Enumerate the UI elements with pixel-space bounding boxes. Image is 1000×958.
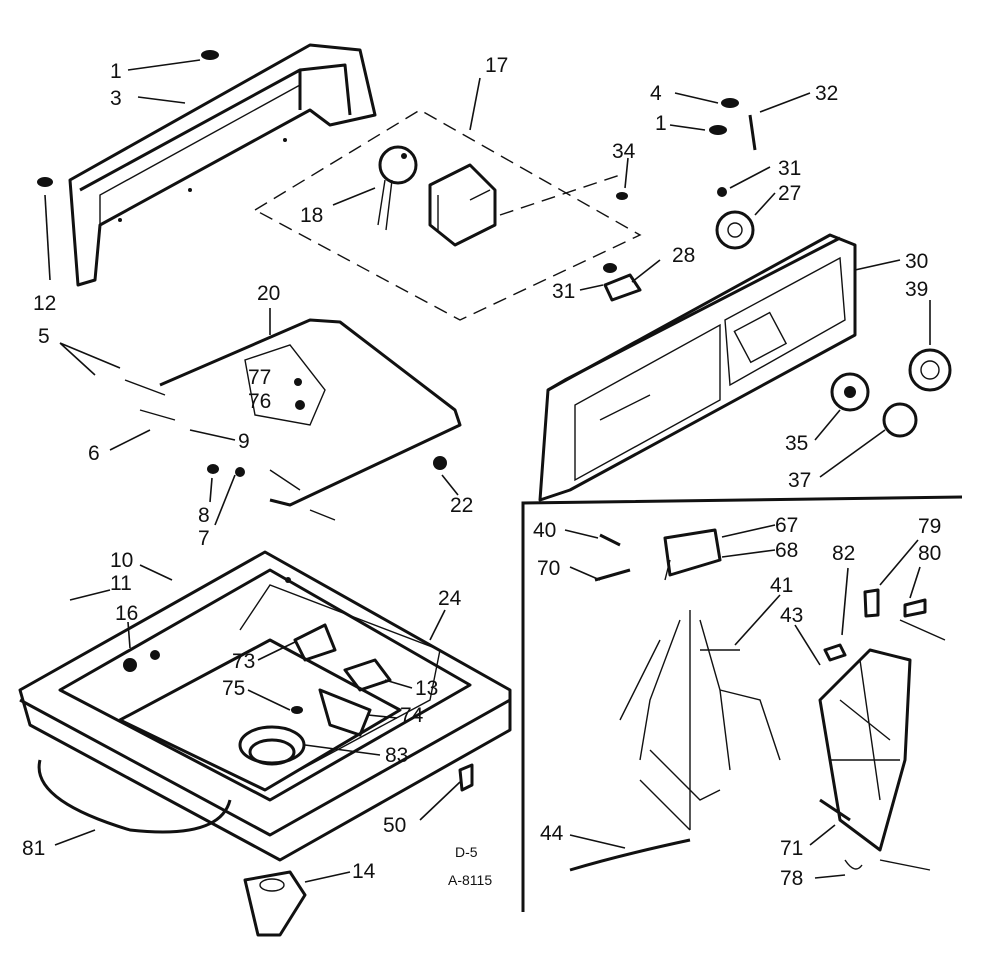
callout-39: 39 [905,278,928,301]
callout-81: 81 [22,837,45,860]
cabinet-top [18,550,512,862]
callout-17: 17 [485,54,508,77]
callout-32: 32 [815,82,838,105]
switch-block [428,163,497,247]
knob-35 [830,372,870,412]
callout-79: 79 [918,515,941,538]
callout-35: 35 [785,432,808,455]
callout-3: 3 [110,87,122,110]
drawing-code-a8115: A-8115 [448,872,492,888]
callout-24: 24 [438,587,462,610]
harness-drawing [569,528,946,872]
small-parts-34-31 [603,187,727,302]
callout-14: 14 [352,860,376,883]
callout-30: 30 [905,250,928,273]
screws-4-1 [709,98,757,151]
callout-28: 28 [672,244,695,267]
callout-77: 77 [248,366,271,389]
leader-lines [44,59,931,883]
callout-34: 34 [612,140,636,163]
callout-82: 82 [832,542,855,565]
pad-14 [243,870,307,937]
callout-40: 40 [533,519,556,542]
callout-20: 20 [257,282,280,305]
knob-39 [908,348,952,392]
callout-4: 4 [650,82,662,105]
callout-76: 76 [248,390,271,413]
callout-31b: 31 [552,280,575,303]
callout-8: 8 [198,504,210,527]
callout-74: 74 [400,704,424,727]
tub-ring-83 [238,725,306,766]
callout-10: 10 [110,549,133,572]
knob-37 [882,402,918,438]
callout-37: 37 [788,469,811,492]
callout-78: 78 [780,867,803,890]
control-mount-outline [253,109,642,321]
bracket-50 [458,763,474,792]
callout-1b: 1 [655,112,667,135]
control-console [538,233,857,502]
callout-11: 11 [110,572,132,595]
callout-labels: 1 3 17 4 32 1 34 31 27 18 12 28 30 39 31… [22,54,941,890]
callout-67: 67 [775,514,798,537]
callout-9: 9 [238,430,250,453]
callout-13: 13 [415,677,438,700]
callout-5: 5 [38,325,50,348]
back-panel [68,43,377,287]
callout-16: 16 [115,602,138,625]
drawing-code-d5: D-5 [455,844,478,860]
callout-80: 80 [918,542,941,565]
drawing-codes: D-5 A-8115 [448,844,492,888]
callout-18: 18 [300,204,323,227]
callout-27: 27 [778,182,801,205]
parts-73-13-74 [291,623,392,737]
callout-73: 73 [232,650,255,673]
top-cover [124,318,462,521]
callout-75: 75 [222,677,245,700]
callout-7: 7 [198,527,210,550]
callout-6: 6 [88,442,100,465]
callout-41: 41 [770,574,793,597]
harness-inset-frame [521,495,963,912]
callout-43: 43 [780,604,803,627]
callout-22: 22 [450,494,473,517]
callout-71: 71 [780,837,803,860]
callout-44: 44 [540,822,564,845]
callout-70: 70 [537,557,560,580]
screw-1 [201,50,219,60]
screw-12 [37,177,53,187]
callout-1: 1 [110,60,122,83]
timer-18 [377,145,418,231]
callout-83: 83 [385,744,408,767]
callout-31: 31 [778,157,801,180]
callout-68: 68 [775,539,798,562]
callout-12: 12 [33,292,56,315]
knob-27 [715,210,755,250]
callout-50: 50 [383,814,406,837]
